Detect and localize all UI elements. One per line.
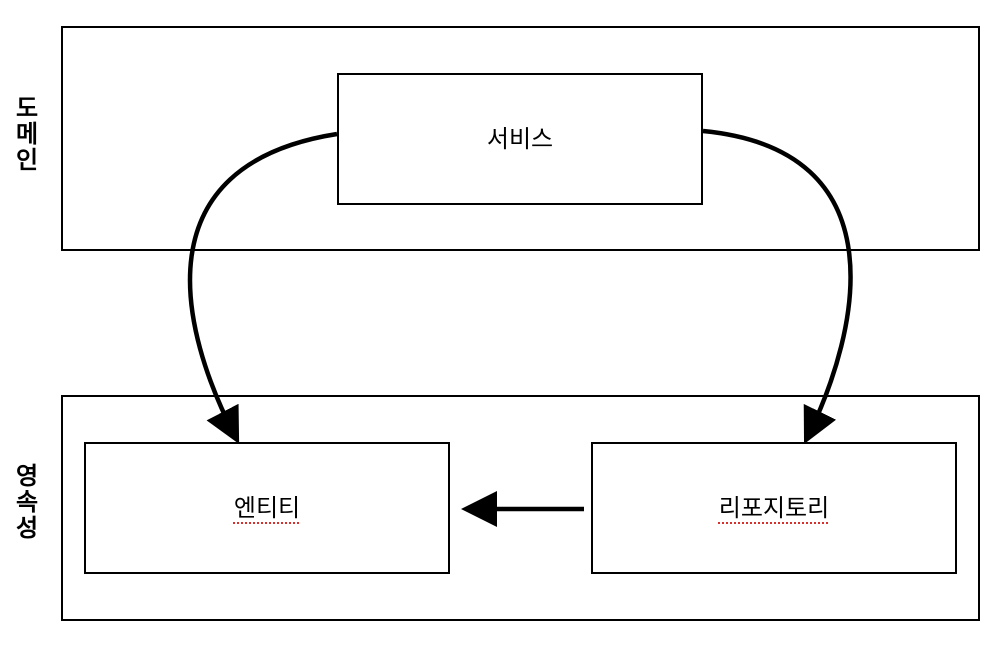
- service-node: 서비스: [337, 73, 703, 205]
- repository-node-label: 리포지토리: [718, 494, 830, 522]
- persistence-layer-label: 영 속 성: [12, 462, 42, 542]
- domain-label-char: 인: [15, 145, 39, 174]
- entity-node: 엔티티: [84, 442, 450, 574]
- persistence-layer-frame: [61, 395, 980, 621]
- persistence-label-char: 성: [15, 513, 39, 542]
- domain-layer-frame: [61, 26, 980, 251]
- repository-node: 리포지토리: [591, 442, 957, 574]
- domain-label-char: 메: [15, 119, 39, 148]
- domain-label-char: 도: [15, 94, 39, 122]
- persistence-label-char: 속: [15, 487, 39, 516]
- service-node-label: 서비스: [486, 125, 554, 153]
- domain-layer-label: 도 메 인: [12, 94, 42, 174]
- persistence-label-char: 영: [15, 462, 39, 490]
- entity-node-label: 엔티티: [233, 494, 301, 522]
